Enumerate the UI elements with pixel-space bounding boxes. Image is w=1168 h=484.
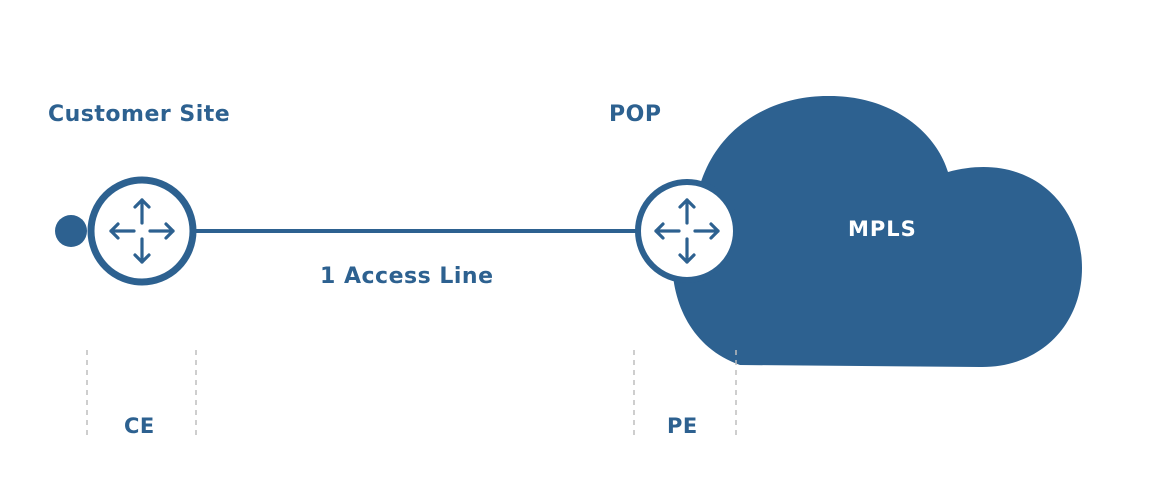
endpoint-dot-icon (55, 215, 87, 247)
mpls-cloud-icon (672, 95, 1082, 368)
pop-router-icon (635, 179, 739, 283)
access-line-label: 1 Access Line (320, 264, 494, 289)
boundary-lines (86, 350, 737, 440)
pe-label: PE (667, 414, 698, 438)
customer-site-label: Customer Site (48, 102, 231, 127)
customer-router-icon (87, 176, 197, 286)
pop-label: POP (609, 102, 662, 127)
mpls-label: MPLS (848, 217, 917, 241)
ce-label: CE (124, 414, 155, 438)
